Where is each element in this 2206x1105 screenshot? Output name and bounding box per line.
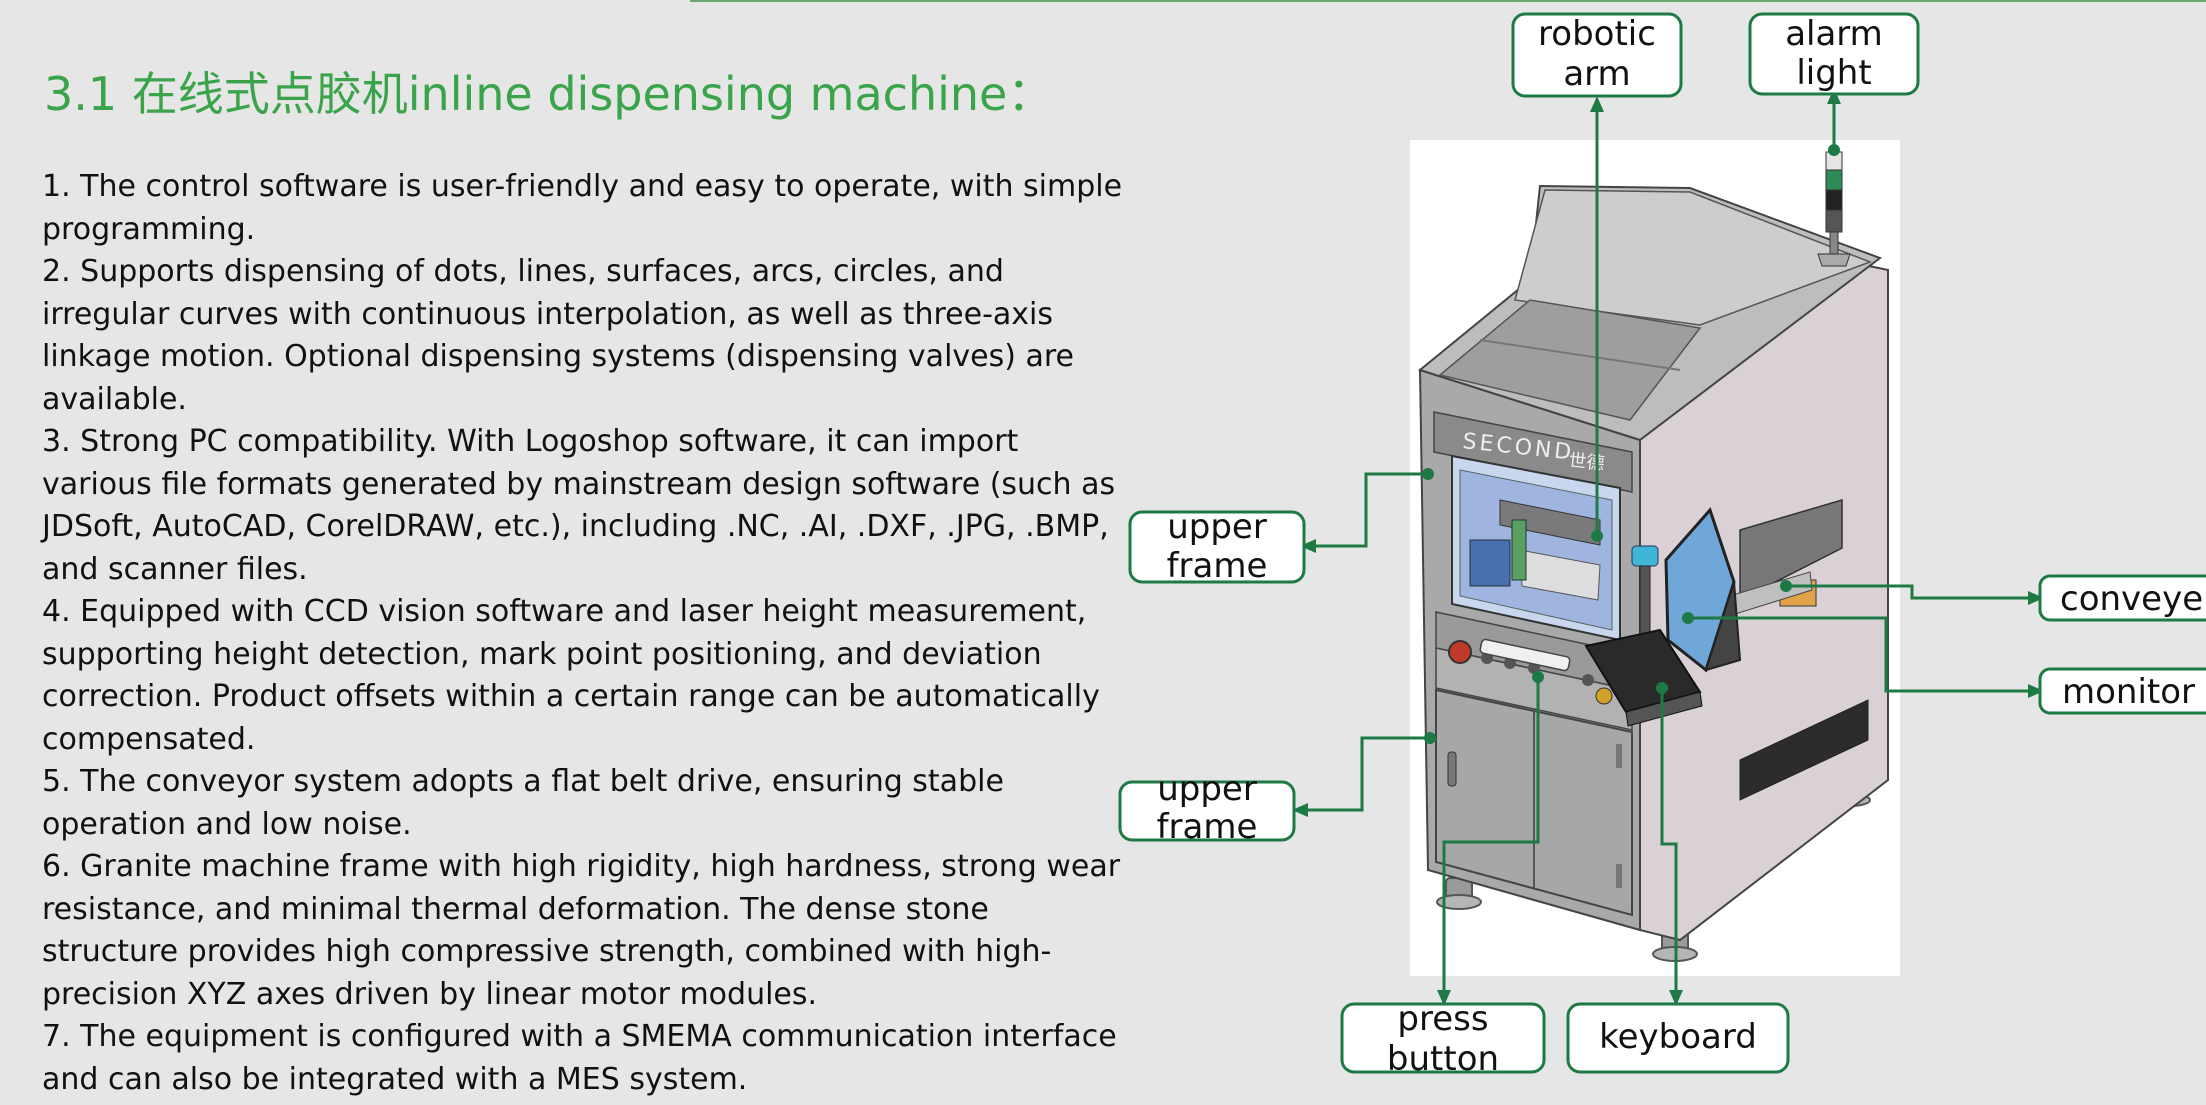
callout-upper-frame-top-line1: upper xyxy=(1167,507,1267,547)
page-title: 3.1 在线式点胶机inline dispensing machine： xyxy=(44,67,1054,121)
feature-item-2: 2. Supports dispensing of dots, lines, s… xyxy=(42,254,1074,417)
callout-monitor-label: monitor xyxy=(2062,672,2195,712)
callout-lines xyxy=(1302,98,2034,996)
callout-upper-frame-bottom-line1: upper xyxy=(1157,769,1257,809)
callout-keyboard: keyboard xyxy=(1566,1002,1790,1074)
callout-upper-frame-top-line2: frame xyxy=(1167,546,1268,586)
callout-press-button: press button xyxy=(1340,999,1546,1079)
feature-item-6: 6. Granite machine frame with high rigid… xyxy=(42,849,1121,1012)
callout-press-button-line1: press xyxy=(1397,999,1488,1039)
callout-upper-frame-top: upper frame xyxy=(1128,507,1306,586)
callout-upper-frame-bottom: upper frame xyxy=(1118,769,1296,847)
machine-brand-cn: 世德 xyxy=(1567,450,1605,475)
callout-alarm-light-line1: alarm xyxy=(1785,14,1883,54)
callout-conveyer: conveyer xyxy=(2038,574,2206,622)
feature-item-3: 3. Strong PC compatibility. With Logosho… xyxy=(42,424,1116,587)
feature-item-7: 7. The equipment is configured with a SM… xyxy=(42,1019,1117,1097)
callout-conveyer-label: conveyer xyxy=(2060,579,2206,619)
callout-robotic-arm-line2: arm xyxy=(1563,54,1630,94)
feature-item-5: 5. The conveyor system adopts a flat bel… xyxy=(42,764,1004,842)
callout-alarm-light: alarm light xyxy=(1748,12,1920,96)
callout-keyboard-label: keyboard xyxy=(1599,1017,1757,1057)
feature-item-4: 4. Equipped with CCD vision software and… xyxy=(42,594,1100,757)
machine-illustration: SECOND 世德 xyxy=(1417,151,1889,962)
feature-item-1: 1. The control software is user-friendly… xyxy=(42,169,1123,247)
callout-robotic-arm-line1: robotic xyxy=(1538,14,1656,54)
callout-markers xyxy=(1292,88,2044,1006)
callout-robotic-arm: robotic arm xyxy=(1511,12,1683,98)
callout-upper-frame-bottom-line2: frame xyxy=(1157,807,1258,847)
callout-press-button-line2: button xyxy=(1387,1039,1499,1079)
feature-list: 1. The control software is user-friendly… xyxy=(42,166,1127,1101)
callout-alarm-light-line2: light xyxy=(1796,53,1871,93)
top-rule xyxy=(690,0,2206,2)
callout-monitor: monitor xyxy=(2038,667,2206,715)
